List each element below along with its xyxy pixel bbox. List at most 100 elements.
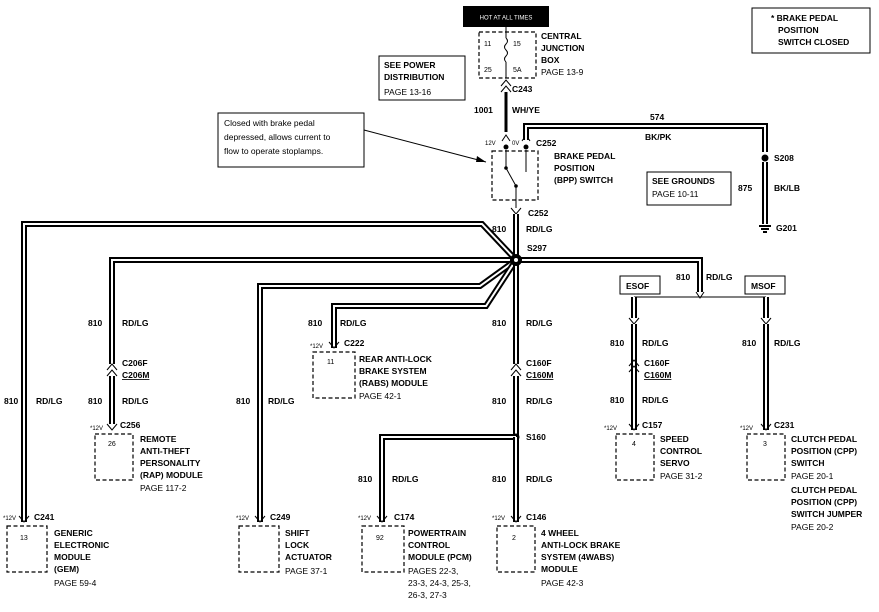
w810-pcm-color: RD/LG bbox=[392, 474, 419, 484]
w810-pcm-circuit: 810 bbox=[358, 474, 372, 484]
clutch-pedal-switch: *12V C231 3 CLUTCH PEDAL POSITION (CPP) … bbox=[740, 420, 862, 532]
fourwabs-page: PAGE 42-3 bbox=[541, 578, 584, 588]
bpp-12v: 12V bbox=[485, 141, 496, 147]
esof-msof-split: ESOF MSOF bbox=[619, 275, 786, 318]
pcm-module: *12V C174 92 POWERTRAIN CONTROL MODULE (… bbox=[358, 512, 472, 600]
w810-shift-circuit: 810 bbox=[236, 396, 250, 406]
shift-name-2: LOCK bbox=[285, 540, 310, 550]
w810-rabs-color: RD/LG bbox=[340, 318, 367, 328]
speed-12v: *12V bbox=[604, 426, 617, 432]
splice-s208 bbox=[761, 154, 769, 162]
cjb-pin-5a: 5A bbox=[513, 67, 522, 74]
fourwabs-name-2: ANTI-LOCK BRAKE bbox=[541, 540, 621, 550]
cjb-pin-15: 15 bbox=[513, 41, 521, 48]
w810-bpp-color: RD/LG bbox=[526, 224, 553, 234]
msof-box bbox=[744, 275, 786, 295]
wire-875-color: BK/LB bbox=[774, 183, 800, 193]
grounds-ref: SEE GROUNDS PAGE 10-11 bbox=[646, 171, 732, 206]
clutch-jumper-name-2: POSITION (CPP) bbox=[791, 497, 857, 507]
speed-name-1: SPEED bbox=[660, 434, 689, 444]
fourwabs-name-4: MODULE bbox=[541, 564, 578, 574]
legend-line-1: * BRAKE PEDAL bbox=[771, 13, 838, 23]
rabs-pin: 11 bbox=[327, 359, 334, 366]
shift-name-3: ACTUATOR bbox=[285, 552, 332, 562]
w810-4wabs-circuit: 810 bbox=[492, 474, 506, 484]
w810-esof-color: RD/LG bbox=[642, 338, 669, 348]
hot-at-all-times-label: HOT AT ALL TIMES bbox=[480, 16, 533, 22]
bpp-name-1: BRAKE PEDAL bbox=[554, 151, 615, 161]
c160f-a-label: C160F bbox=[526, 358, 552, 368]
w810-gem-color: RD/LG bbox=[36, 396, 63, 406]
w810-rap2-circuit: 810 bbox=[88, 396, 102, 406]
clutch-jumper-name-1: CLUTCH PEDAL bbox=[791, 485, 857, 495]
rap-page: PAGE 117-2 bbox=[140, 483, 187, 493]
gem-name-3: MODULE bbox=[54, 552, 91, 562]
power-ref-line-1: SEE POWER bbox=[384, 60, 435, 70]
gem-page: PAGE 59-4 bbox=[54, 578, 97, 588]
rabs-module: 810 RD/LG *12V C222 11 REAR ANTI-LOCK BR… bbox=[308, 318, 433, 401]
wire-1001-circuit: 1001 bbox=[474, 105, 493, 115]
fourwabs-module: *12V C146 2 4 WHEEL ANTI-LOCK BRAKE SYST… bbox=[492, 512, 621, 588]
s297-label: S297 bbox=[527, 243, 547, 253]
w810-right-circuit: 810 bbox=[676, 272, 690, 282]
legend: * BRAKE PEDAL POSITION SWITCH CLOSED bbox=[751, 7, 871, 54]
rap-name-3: PERSONALITY bbox=[140, 458, 201, 468]
wire-574-color: BK/PK bbox=[645, 132, 672, 142]
rap-pin: 26 bbox=[108, 441, 116, 448]
clutch-jumper-page: PAGE 20-2 bbox=[791, 522, 834, 532]
c231-label: C231 bbox=[774, 420, 795, 430]
w810-gem-circuit: 810 bbox=[4, 396, 18, 406]
grounds-ref-page: PAGE 10-11 bbox=[652, 189, 699, 199]
gem-name-1: GENERIC bbox=[54, 528, 93, 538]
bpp-name-2: POSITION bbox=[554, 163, 595, 173]
w810-esof-circuit: 810 bbox=[610, 338, 624, 348]
pcm-name-3: MODULE (PCM) bbox=[408, 552, 472, 562]
c146-label: C146 bbox=[526, 512, 547, 522]
cjb-name-2: JUNCTION bbox=[541, 43, 584, 53]
wire-1001-color: WH/YE bbox=[512, 105, 540, 115]
c243-label: C243 bbox=[512, 84, 533, 94]
callout-line-3: flow to operate stoplamps. bbox=[224, 146, 323, 156]
w810-esof2-circuit: 810 bbox=[610, 395, 624, 405]
w810-msof-circuit: 810 bbox=[742, 338, 756, 348]
bpp-0v: 0V bbox=[512, 141, 519, 147]
clutch-name-1: CLUTCH PEDAL bbox=[791, 434, 857, 444]
w810-4wabs-color: RD/LG bbox=[526, 474, 553, 484]
gem-12v: *12V bbox=[3, 516, 16, 522]
pcm-pages-1: PAGES 22-3, bbox=[408, 566, 458, 576]
c252-bottom-label: C252 bbox=[528, 208, 549, 218]
central-junction-box: 11 15 25 5A CENTRAL JUNCTION BOX PAGE 13… bbox=[478, 27, 584, 79]
clutch-name-2: POSITION (CPP) bbox=[791, 446, 857, 456]
msof-label: MSOF bbox=[751, 281, 776, 291]
wire-810-harness bbox=[21, 214, 703, 522]
clutch-12v: *12V bbox=[740, 426, 753, 432]
wire-574-circuit: 574 bbox=[650, 112, 664, 122]
bpp-switch: 12V 0V C252 BRAKE PEDAL POSITION (BPP) S… bbox=[485, 134, 615, 218]
w810-center2-circuit: 810 bbox=[492, 396, 506, 406]
callout-box: Closed with brake pedal depressed, allow… bbox=[217, 112, 487, 168]
w810-center-circuit: 810 bbox=[492, 318, 506, 328]
hot-at-all-times-box bbox=[463, 6, 549, 27]
fourwabs-name-3: SYSTEM (4WABS) bbox=[541, 552, 614, 562]
gem-name-4: (GEM) bbox=[54, 564, 79, 574]
c249-label: C249 bbox=[270, 512, 291, 522]
w810-esof2-color: RD/LG bbox=[642, 395, 669, 405]
legend-line-2: POSITION bbox=[778, 25, 819, 35]
w810-rap-color: RD/LG bbox=[122, 318, 149, 328]
cjb-name-1: CENTRAL bbox=[541, 31, 582, 41]
pcm-pages-2: 23-3, 24-3, 25-3, bbox=[408, 578, 471, 588]
pcm-12v: *12V bbox=[358, 516, 371, 522]
c222-label: C222 bbox=[344, 338, 365, 348]
esof-box bbox=[619, 275, 661, 295]
rabs-12v: *12V bbox=[310, 344, 323, 350]
fourwabs-name-1: 4 WHEEL bbox=[541, 528, 579, 538]
clutch-name-3: SWITCH bbox=[791, 458, 825, 468]
speed-name-2: CONTROL bbox=[660, 446, 702, 456]
rap-12v: *12V bbox=[90, 426, 103, 432]
callout-line-2: depressed, allows current to bbox=[224, 132, 331, 142]
gem-name-2: ELECTRONIC bbox=[54, 540, 109, 550]
w810-right-color: RD/LG bbox=[706, 272, 733, 282]
c160m-b-label: C160M bbox=[644, 370, 671, 380]
pcm-pages-3: 26-3, 27-3 bbox=[408, 590, 447, 600]
